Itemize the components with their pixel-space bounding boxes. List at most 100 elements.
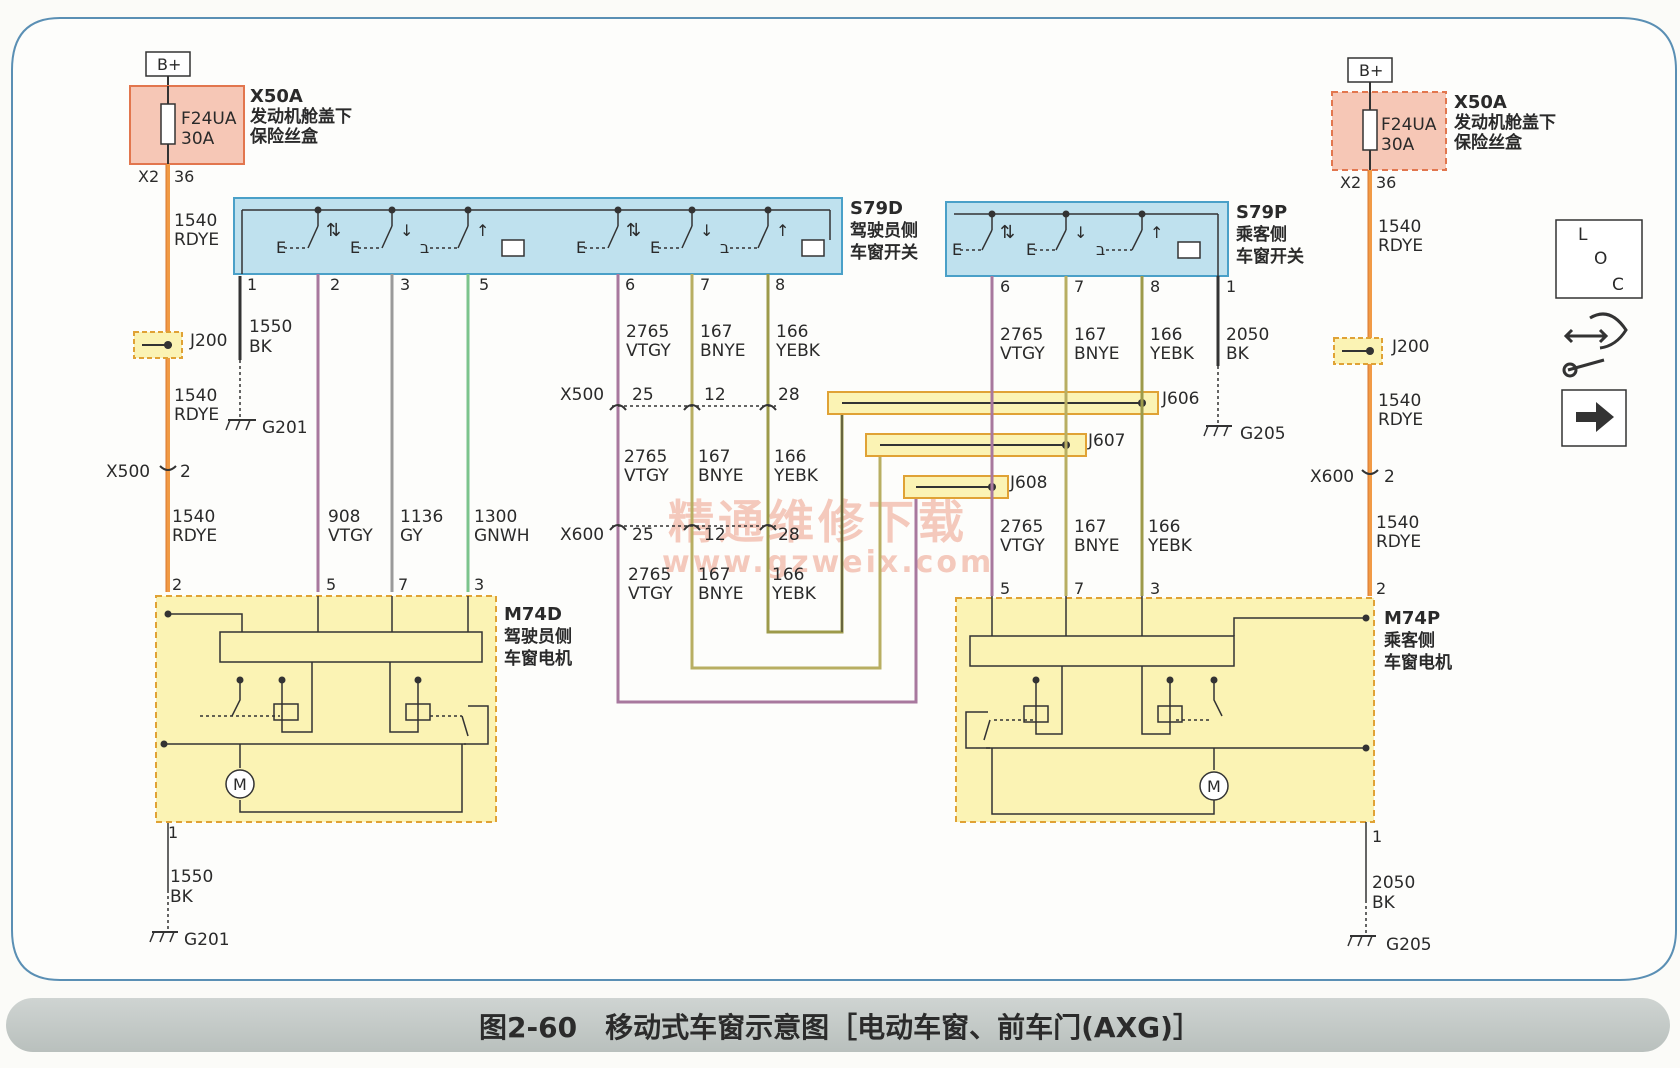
m74d-motor-label: M xyxy=(233,775,247,794)
s79p-lower-w1-num: 2765 xyxy=(1000,517,1043,537)
left-fuse-connector: X2 xyxy=(138,167,159,186)
s79d-upper-w2-color: BNYE xyxy=(700,341,746,361)
svg-text:⇅: ⇅ xyxy=(1000,222,1015,243)
s79p-pin-1: 1 xyxy=(1226,277,1236,296)
left-x500-connector xyxy=(159,465,177,471)
m74d-module xyxy=(219,631,483,663)
left-splice-label: J200 xyxy=(189,331,227,351)
right-fusebox-id: X50A xyxy=(1454,92,1507,113)
s79d-lower-w2-color: BNYE xyxy=(698,584,744,604)
svg-text:↓: ↓ xyxy=(1074,223,1087,242)
x600-pin-28: 28 xyxy=(778,525,800,545)
x500-id: X500 xyxy=(560,385,604,405)
x500-pin-28: 28 xyxy=(778,385,800,405)
s79d-mid-w3-num: 166 xyxy=(774,447,806,467)
svg-text:ב: ב xyxy=(720,238,729,257)
m74p-id: M74P xyxy=(1384,608,1440,629)
svg-text:↑: ↑ xyxy=(776,221,789,240)
left-fusebox-id: X50A xyxy=(250,86,303,107)
left-motor-pin-top: 2 xyxy=(172,575,182,594)
svg-text:↑: ↑ xyxy=(476,221,489,240)
splice-j608-label: J608 xyxy=(1009,473,1047,493)
m74p-motor: M 5 7 3 M74P 乘客侧 车窗电机 xyxy=(955,579,1452,823)
svg-text:↑: ↑ xyxy=(1150,223,1163,242)
x600-id: X600 xyxy=(560,525,604,545)
s79p-lower-w3-num: 166 xyxy=(1148,517,1180,537)
right-fuse-id: F24UA xyxy=(1381,115,1437,135)
svg-text:⇅: ⇅ xyxy=(326,220,341,241)
s79p-window-icon xyxy=(1177,241,1201,259)
m74p-name1: 乘客侧 xyxy=(1383,630,1435,651)
left-wire-top-num: 1540 xyxy=(174,211,217,231)
s79p-lower-w2-num: 167 xyxy=(1074,517,1106,537)
m74p-box xyxy=(955,597,1375,823)
m74d-box xyxy=(155,595,497,823)
s79d-mid-w1-color: VTGY xyxy=(624,466,669,486)
svg-text:ב: ב xyxy=(420,238,429,257)
loc-c: C xyxy=(1612,275,1624,295)
right-feed: B+ F24UA 30A X50A 发动机舱盖下 保险丝盒 X2 36 1540… xyxy=(1310,57,1556,955)
s79d-lower-w1-num: 2765 xyxy=(628,565,671,585)
s79p-lower-w1-color: VTGY xyxy=(1000,536,1045,556)
m74d-motor-symbol xyxy=(225,769,255,799)
svg-text:E: E xyxy=(952,240,962,259)
m74p-name2: 车窗电机 xyxy=(1384,652,1452,673)
left-wire-mid-color: RDYE xyxy=(174,405,219,425)
right-wire-mid-color: RDYE xyxy=(1378,410,1423,430)
left-fusebox-name2: 保险丝盒 xyxy=(249,126,319,147)
x500-pin-25: 25 xyxy=(632,385,654,405)
s79p-upper-w3-num: 166 xyxy=(1150,325,1182,345)
left-ground-label: G201 xyxy=(262,418,308,438)
s79d-pin-7: 7 xyxy=(700,275,710,294)
s79d-lower-w2-num: 167 xyxy=(698,565,730,585)
right-bottom-num: 2050 xyxy=(1372,873,1415,893)
s79p-pin-6: 6 xyxy=(1000,277,1010,296)
right-motor-pin-top: 2 xyxy=(1376,579,1386,598)
s79d-name2: 车窗开关 xyxy=(850,242,918,263)
wire-1300-color: GNWH xyxy=(474,526,529,546)
right-wire-mid-num: 1540 xyxy=(1378,391,1421,411)
right-x600-connector xyxy=(1361,469,1379,475)
watermark-url: www.gzweix.com xyxy=(662,545,994,580)
x600-pin-25: 25 xyxy=(632,525,654,545)
s79d-pin-2: 2 xyxy=(330,275,340,294)
m74p-pin-3: 3 xyxy=(1150,579,1160,598)
right-wire-top-color: RDYE xyxy=(1378,236,1423,256)
s79p-pin-7: 7 xyxy=(1074,277,1084,296)
left-wire-mid-num: 1540 xyxy=(174,386,217,406)
left-bottom-color: BK xyxy=(170,887,194,907)
s79d-upper-w3-num: 166 xyxy=(776,322,808,342)
right-fuse-connector: X2 xyxy=(1340,173,1361,192)
m74d-name2: 车窗电机 xyxy=(504,648,572,669)
m74d-name1: 驾驶员侧 xyxy=(504,626,572,647)
wire-1136-color: GY xyxy=(400,526,423,546)
s79p-upper-w2-num: 167 xyxy=(1074,325,1106,345)
s79d-window-icon-2 xyxy=(801,239,825,257)
s79d-pin-5: 5 xyxy=(479,275,489,294)
left-fuse-rating: 30A xyxy=(181,129,215,149)
s79d-mid-w2-color: BNYE xyxy=(698,466,744,486)
x500-pin-12: 12 xyxy=(704,385,726,405)
loc-l: L xyxy=(1578,225,1588,245)
svg-text:E: E xyxy=(276,238,286,257)
loc-o: O xyxy=(1594,249,1607,269)
right-fusebox-name2: 保险丝盒 xyxy=(1453,132,1523,153)
s79p-ground-color: BK xyxy=(1226,344,1250,364)
s79p-upper-w1-color: VTGY xyxy=(1000,344,1045,364)
right-wire-top-num: 1540 xyxy=(1378,217,1421,237)
left-bplus-label: B+ xyxy=(157,55,181,74)
right-splice-label: J200 xyxy=(1391,337,1429,357)
left-x500-pin: 2 xyxy=(180,462,191,482)
m74p-motor-label: M xyxy=(1207,777,1221,796)
left-wire-bot-num: 1540 xyxy=(172,507,215,527)
figure-caption: 图2-60 移动式车窗示意图［电动车窗、前车门(AXG)］ xyxy=(479,1011,1201,1044)
legend-panel: L O C xyxy=(1555,219,1643,447)
svg-text:↓: ↓ xyxy=(700,221,713,240)
svg-text:ב: ב xyxy=(1096,240,1105,259)
svg-text:E: E xyxy=(576,238,586,257)
left-feed: B+ F24UA 30A X50A 发动机舱盖下 保险丝盒 X2 36 1540… xyxy=(106,51,352,950)
wire-1136-num: 1136 xyxy=(400,507,443,527)
wire-908-num: 908 xyxy=(328,507,360,527)
s79d-window-icon-1 xyxy=(501,239,525,257)
